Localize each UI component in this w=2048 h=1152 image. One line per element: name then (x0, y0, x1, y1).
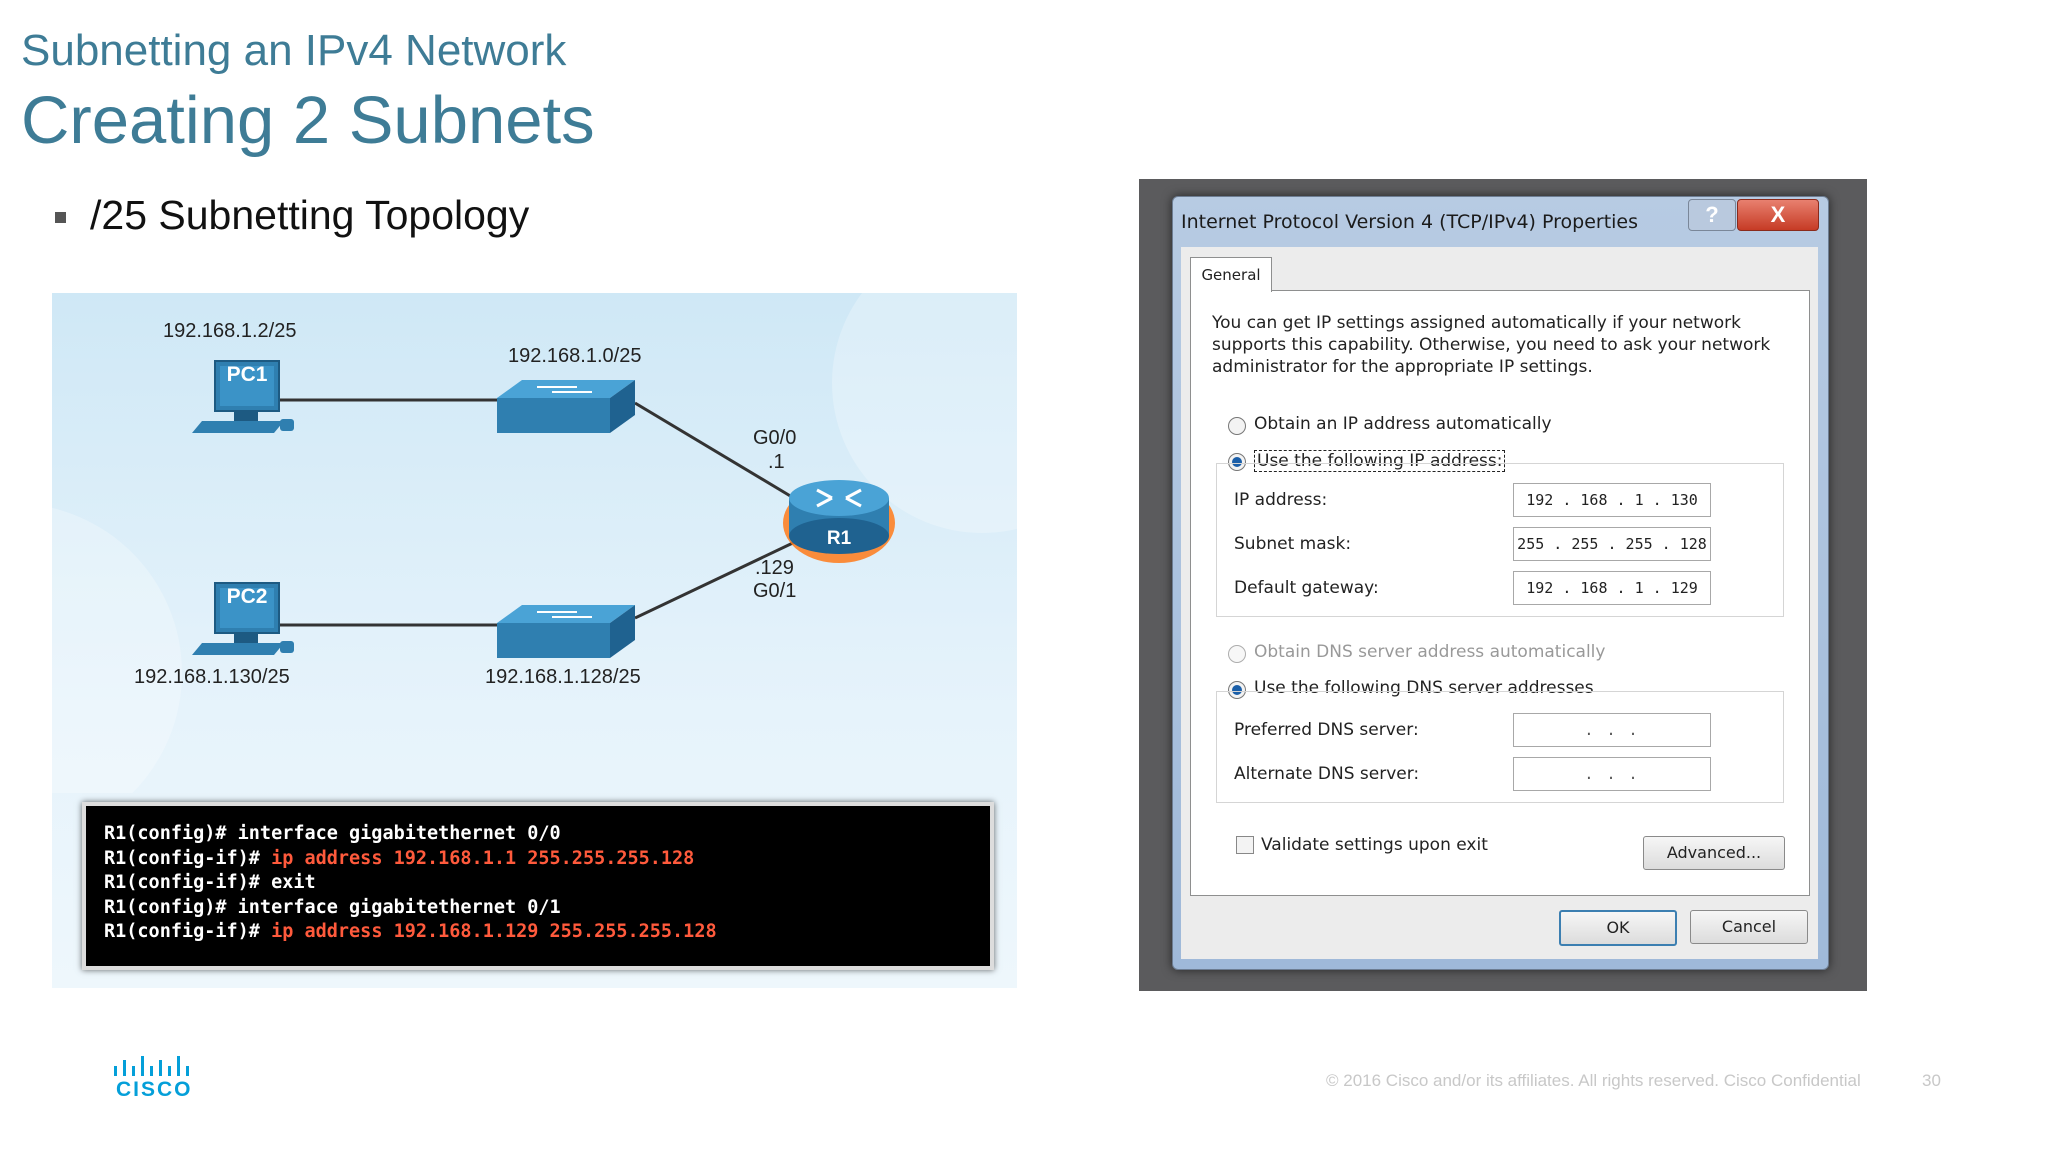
validate-label: Validate settings upon exit (1261, 835, 1488, 855)
ip-settings-group (1216, 463, 1784, 617)
topology-diagram: PC1 PC2 R1 192.168.1.2/25 192.168.1.0/25… (52, 293, 1017, 988)
advanced-button[interactable]: Advanced... (1643, 836, 1785, 870)
obtain-ip-auto-label: Obtain an IP address automatically (1254, 414, 1552, 434)
g0-1-host-label: .129 (755, 557, 794, 579)
use-following-dns-label: Use the following DNS server addresses (1254, 678, 1594, 698)
router-label: R1 (826, 528, 852, 549)
cisco-logo-text: CISCO (116, 1078, 193, 1101)
close-button[interactable]: X (1737, 199, 1819, 231)
use-following-ip-radio[interactable] (1228, 453, 1246, 471)
dialog-description-line: supports this capability. Otherwise, you… (1212, 335, 1771, 355)
cli-line: R1(config)# interface gigabitethernet 0/… (104, 897, 561, 918)
validate-checkbox[interactable] (1236, 836, 1254, 854)
footer-copyright: © 2016 Cisco and/or its affiliates. All … (1326, 1071, 1861, 1090)
page-number: 30 (1922, 1071, 1941, 1090)
alternate-dns-label: Alternate DNS server: (1234, 764, 1420, 784)
bullet-text: /25 Subnetting Topology (90, 192, 530, 238)
use-following-ip-label: Use the following IP address: (1254, 450, 1506, 472)
use-following-dns-radio[interactable] (1228, 681, 1246, 699)
cli-line: R1(config-if)# exit (104, 872, 316, 893)
pc1-label: PC1 (226, 363, 268, 386)
default-gateway-field[interactable]: 192 . 168 . 1 . 129 (1513, 571, 1711, 605)
tab-general[interactable]: General (1190, 257, 1272, 292)
switch-icon (497, 380, 635, 433)
ok-button[interactable]: OK (1559, 910, 1677, 946)
cli-line: R1(config)# interface gigabitethernet 0/… (104, 823, 561, 844)
cli-line: R1(config-if)# ip address 192.168.1.1 25… (104, 848, 695, 869)
ip-address-field[interactable]: 192 . 168 . 1 . 130 (1513, 483, 1711, 517)
cli-line: R1(config-if)# ip address 192.168.1.129 … (104, 921, 717, 942)
router-icon (783, 480, 895, 563)
topology-graphics (52, 293, 1017, 793)
cli-output: R1(config)# interface gigabitethernet 0/… (82, 802, 994, 970)
pc1-icon (192, 360, 294, 433)
preferred-dns-label: Preferred DNS server: (1234, 720, 1419, 740)
background-shape (52, 507, 182, 793)
default-gateway-label: Default gateway: (1234, 578, 1379, 598)
slide-title: Creating 2 Subnets (21, 83, 595, 158)
obtain-ip-auto-radio[interactable] (1228, 417, 1246, 435)
g0-0-interface-label: G0/0 (753, 427, 797, 449)
dns-settings-group (1216, 691, 1784, 803)
background-shape (832, 293, 1017, 533)
subnet-mask-field[interactable]: 255 . 255 . 255 . 128 (1513, 527, 1711, 561)
cisco-logo-icon (114, 1056, 189, 1076)
switch1-network: 192.168.1.0/25 (508, 345, 642, 367)
subnet-mask-label: Subnet mask: (1234, 534, 1352, 554)
switch2-network: 192.168.1.128/25 (485, 666, 641, 688)
obtain-dns-auto-radio[interactable] (1228, 645, 1246, 663)
preferred-dns-field[interactable]: . . . (1513, 713, 1711, 747)
bullet-marker (55, 212, 66, 223)
pc2-icon (192, 582, 294, 655)
dialog-description-line: You can get IP settings assigned automat… (1212, 313, 1741, 333)
link-switch1-r1 (634, 401, 798, 502)
obtain-dns-auto-label: Obtain DNS server address automatically (1254, 642, 1606, 662)
pc1-address: 192.168.1.2/25 (163, 320, 297, 342)
slide-subtitle: Subnetting an IPv4 Network (21, 26, 567, 75)
alternate-dns-field[interactable]: . . . (1513, 757, 1711, 791)
dialog-title: Internet Protocol Version 4 (TCP/IPv4) P… (1181, 211, 1639, 233)
g0-0-host-label: .1 (768, 451, 785, 473)
pc2-label: PC2 (226, 585, 268, 608)
switch-icon (497, 605, 635, 658)
pc2-address: 192.168.1.130/25 (134, 666, 290, 688)
cancel-button[interactable]: Cancel (1690, 910, 1808, 944)
help-button[interactable]: ? (1688, 199, 1736, 231)
link-switch2-r1 (634, 539, 798, 620)
dialog-description-line: administrator for the appropriate IP set… (1212, 357, 1593, 377)
g0-1-interface-label: G0/1 (753, 580, 797, 602)
ip-address-label: IP address: (1234, 490, 1328, 510)
